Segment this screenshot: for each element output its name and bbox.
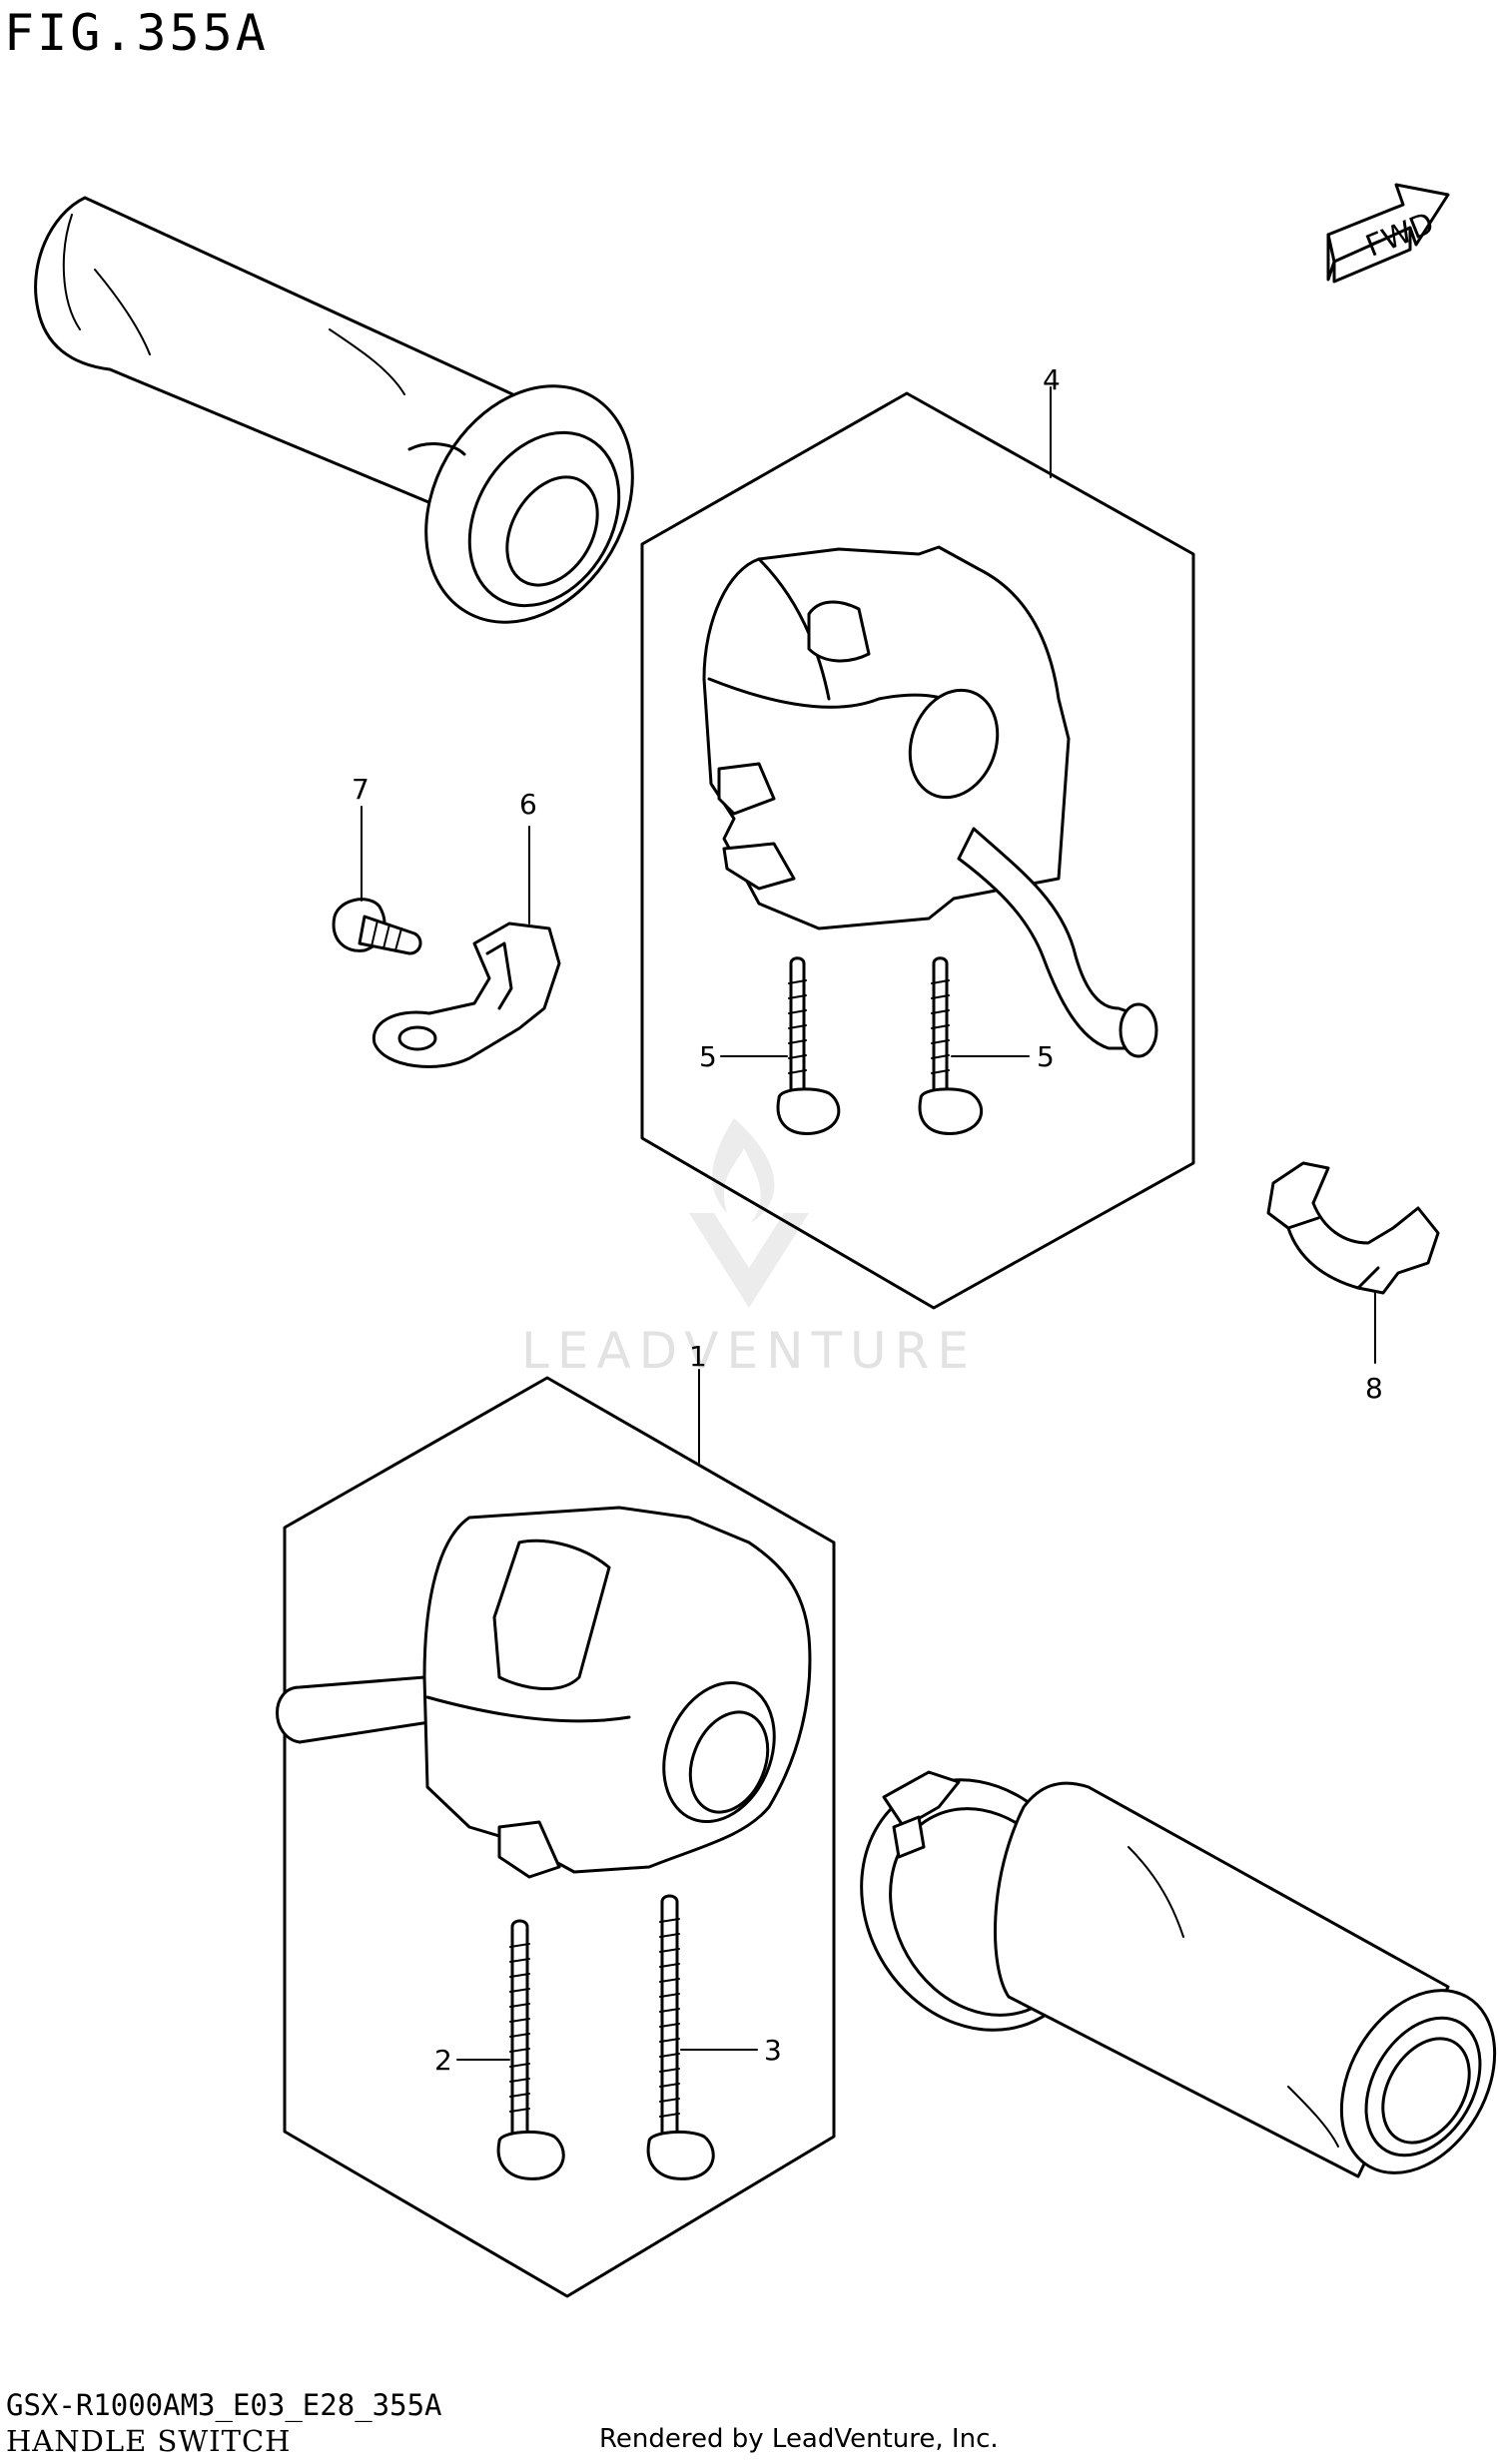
screw-3: 3 xyxy=(646,1894,782,2180)
right-grip xyxy=(860,1770,1497,2178)
render-credit: Rendered by LeadVenture, Inc. xyxy=(599,2424,999,2454)
right-handle-switch xyxy=(702,545,1158,1058)
left-handle-switch xyxy=(276,1506,812,1879)
left-grip xyxy=(34,196,634,624)
screw-2: 2 xyxy=(434,1919,565,2180)
callout-5b: 5 xyxy=(1037,1040,1055,1073)
callout-1: 1 xyxy=(689,1340,707,1373)
callout-2: 2 xyxy=(434,2044,452,2077)
callout-6: 6 xyxy=(519,788,537,821)
callout-5a: 5 xyxy=(699,1040,717,1073)
screw-5b: 5 xyxy=(918,956,1055,1135)
clamp-8: 8 xyxy=(1266,1161,1440,1405)
figure-title: FIG.355A xyxy=(4,4,269,62)
callout-3: 3 xyxy=(764,2034,782,2067)
screw-7: 7 xyxy=(332,773,422,955)
fwd-label: FWD xyxy=(1361,206,1439,265)
part-name: HANDLE SWITCH xyxy=(6,2424,292,2458)
part-4-frame: 4 xyxy=(640,363,1195,1310)
screw-5a: 5 xyxy=(699,956,841,1135)
fwd-arrow-icon: FWD xyxy=(1326,183,1450,284)
watermark: LEADVENTURE xyxy=(521,1118,977,1380)
callout-8: 8 xyxy=(1365,1372,1383,1405)
callout-4: 4 xyxy=(1043,363,1061,396)
bracket-6: 6 xyxy=(372,788,561,1068)
callout-7: 7 xyxy=(352,773,370,806)
model-code: GSX-R1000AM3_E03_E28_355A xyxy=(6,2388,442,2422)
part-1-frame: 1 xyxy=(283,1340,836,2298)
watermark-text: LEADVENTURE xyxy=(521,1322,977,1380)
